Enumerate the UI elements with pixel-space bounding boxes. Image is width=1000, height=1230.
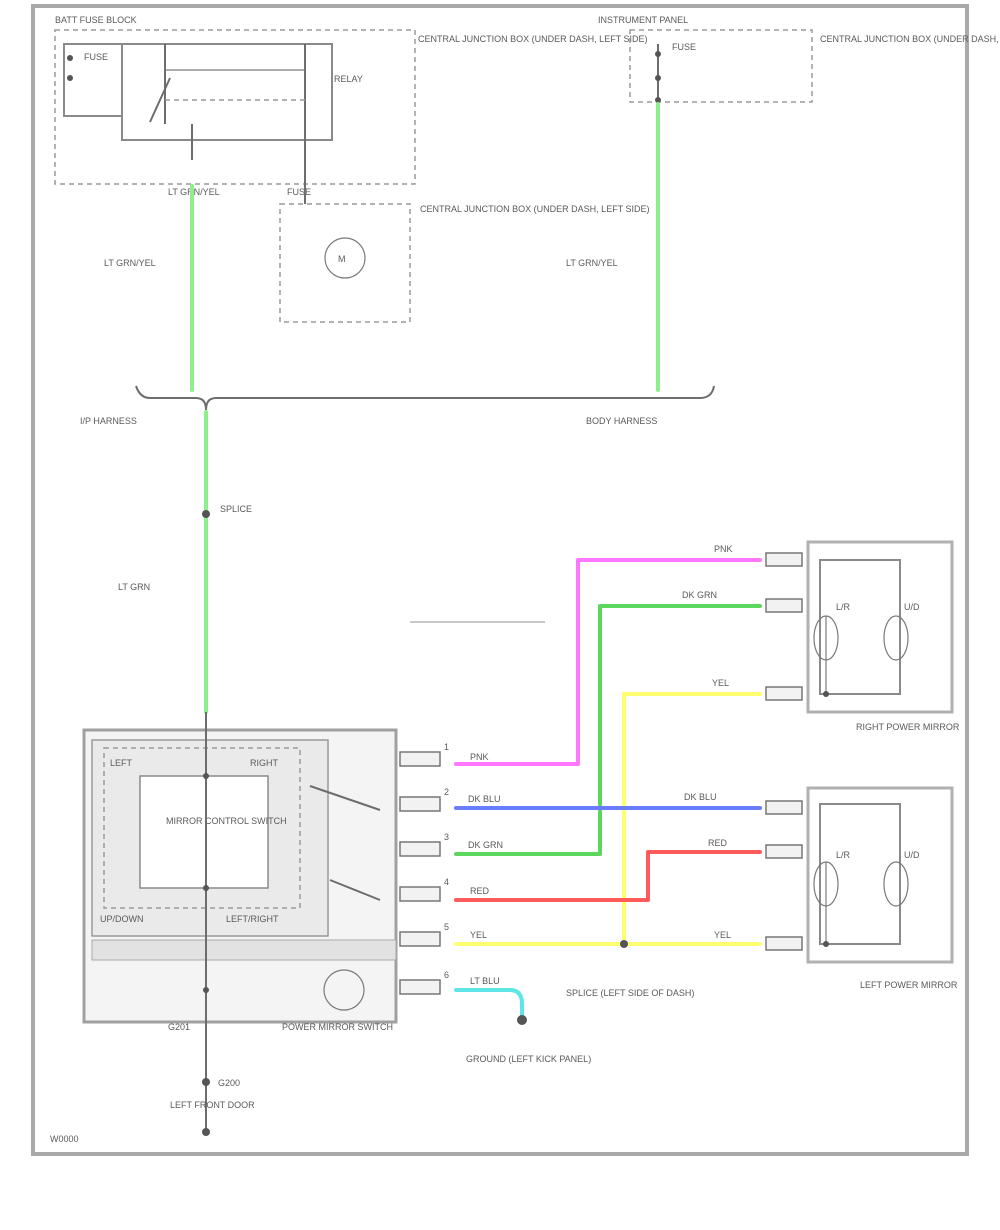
wire-label-pnk: PNK <box>470 752 489 762</box>
svg-text:G201: G201 <box>168 1022 190 1032</box>
wire-label-yel: YEL <box>470 930 487 940</box>
harness-right-label: BODY HARNESS <box>586 416 657 426</box>
wire-label-dk-blu: DK BLU <box>468 794 501 804</box>
svg-text:M: M <box>338 254 346 264</box>
svg-text:INSTRUMENT PANEL: INSTRUMENT PANEL <box>598 15 688 25</box>
fuse-block-left: BATT FUSE BLOCK FUSE RELAY LT GRN/YEL FU… <box>54 15 416 197</box>
svg-text:RELAY: RELAY <box>334 74 363 84</box>
ground-node <box>517 1015 527 1025</box>
svg-text:LEFT FRONT DOOR: LEFT FRONT DOOR <box>170 1100 255 1110</box>
wire-label-red-right: RED <box>708 838 728 848</box>
svg-text:FUSE: FUSE <box>287 187 311 197</box>
svg-text:L/R: L/R <box>836 850 851 860</box>
svg-text:LEFT POWER MIRROR: LEFT POWER MIRROR <box>860 980 958 990</box>
pin-1: 1 <box>444 742 449 752</box>
svg-text:U/D: U/D <box>904 602 920 612</box>
bottom-ground-chain: G201 G200 LEFT FRONT DOOR <box>168 1022 255 1136</box>
wire-label-lt-grn-yel-left: LT GRN/YEL <box>104 258 156 268</box>
pin-4: 4 <box>444 877 449 887</box>
wire-label-lt-grn-yel-right: LT GRN/YEL <box>566 258 618 268</box>
switch-connector: 1 2 3 4 5 6 <box>399 742 449 995</box>
pin-3: 3 <box>444 832 449 842</box>
svg-text:UP/DOWN: UP/DOWN <box>100 914 144 924</box>
svg-text:G200: G200 <box>218 1078 240 1088</box>
wire-label-yel-right: YEL <box>712 678 729 688</box>
fuse-block-right: INSTRUMENT PANEL FUSE CENTRAL JUNCTION B… <box>598 15 1000 104</box>
svg-text:FUSE: FUSE <box>672 42 696 52</box>
svg-text:L/R: L/R <box>836 602 851 612</box>
splice-node <box>202 510 210 518</box>
pin-6: 6 <box>444 970 449 980</box>
wire-label-red: RED <box>470 886 490 896</box>
pin-2: 2 <box>444 787 449 797</box>
harness-left-label: I/P HARNESS <box>80 416 137 426</box>
right-power-mirror: L/R U/D RIGHT POWER MIRROR <box>765 540 960 732</box>
svg-text:RIGHT POWER MIRROR: RIGHT POWER MIRROR <box>856 722 960 732</box>
wire-green <box>454 604 762 856</box>
splice-label: SPLICE <box>220 504 252 514</box>
power-mirror-switch: LEFT RIGHT MIRROR CONTROL SWITCH UP/DOWN… <box>82 712 398 1040</box>
footer-code: W0000 <box>50 1134 79 1144</box>
wire-cyan <box>454 988 524 1020</box>
wire-red <box>454 850 762 902</box>
splice-bottom-node <box>620 940 628 948</box>
svg-text:LEFT/RIGHT: LEFT/RIGHT <box>226 914 279 924</box>
svg-text:MIRROR CONTROL SWITCH: MIRROR CONTROL SWITCH <box>166 816 287 826</box>
wire-label-yel-bottom: YEL <box>714 930 731 940</box>
fuse-right-desc: CENTRAL JUNCTION BOX (UNDER DASH, LEFT S… <box>820 34 1000 44</box>
wire-pink <box>454 558 762 766</box>
ground-label: GROUND (LEFT KICK PANEL) <box>466 1054 591 1064</box>
wire-label-pnk-right: PNK <box>714 544 733 554</box>
fuse-left-desc: CENTRAL JUNCTION BOX (UNDER DASH, LEFT S… <box>418 34 648 44</box>
svg-text:FUSE: FUSE <box>84 52 108 62</box>
relay-desc: CENTRAL JUNCTION BOX (UNDER DASH, LEFT S… <box>420 204 650 214</box>
svg-text:POWER MIRROR SWITCH: POWER MIRROR SWITCH <box>282 1022 393 1032</box>
splice-bottom-label: SPLICE (LEFT SIDE OF DASH) <box>566 988 694 998</box>
wire-label-lt-blu: LT BLU <box>470 976 500 986</box>
wire-label-dk-grn: DK GRN <box>468 840 503 850</box>
svg-text:U/D: U/D <box>904 850 920 860</box>
wire-label-dk-grn-right: DK GRN <box>682 590 717 600</box>
motor-relay-box: M CENTRAL JUNCTION BOX (UNDER DASH, LEFT… <box>279 160 650 323</box>
pin-5: 5 <box>444 922 449 932</box>
svg-text:LEFT: LEFT <box>110 758 133 768</box>
wire-yellow-riser <box>622 692 762 946</box>
svg-text:RIGHT: RIGHT <box>250 758 279 768</box>
left-power-mirror: L/R U/D LEFT POWER MIRROR <box>765 786 958 990</box>
svg-text:BATT FUSE BLOCK: BATT FUSE BLOCK <box>55 15 137 25</box>
wire-label-lt-grn: LT GRN <box>118 582 150 592</box>
wire-label-dk-blu-right: DK BLU <box>684 792 717 802</box>
